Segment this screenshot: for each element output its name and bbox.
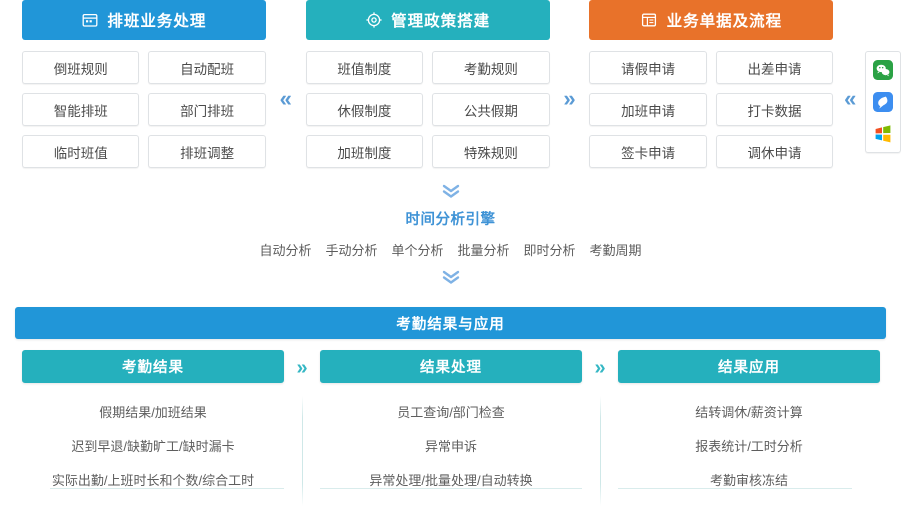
module-cells-scheduling: 倒班规则 自动配班 智能排班 部门排班 临时班值 排班调整 [22, 51, 266, 168]
policy-gear-icon [365, 12, 382, 29]
result-separator-2: » [594, 357, 606, 379]
divider-line [50, 488, 284, 489]
engine-tag[interactable]: 批量分析 [457, 243, 510, 258]
engine-title: 时间分析引擎 [405, 212, 496, 228]
module-cell[interactable]: 倒班规则 [22, 51, 140, 84]
engine-tag[interactable]: 单个分析 [391, 243, 444, 258]
result-line: 报表统计/工时分析 [695, 439, 803, 454]
result-lines-application: 结转调休/薪资计算 报表统计/工时分析 考勤审核冻结 [618, 402, 880, 489]
result-column-processing: 结果处理 员工查询/部门检查 异常申诉 异常处理/批量处理/自动转换 [302, 350, 582, 506]
module-cell[interactable]: 请假申请 [589, 51, 707, 84]
module-column-policy: 管理政策搭建 班值制度 考勤规则 休假制度 公共假期 加班制度 特殊规则 [305, 0, 550, 168]
module-cell[interactable]: 考勤规则 [432, 51, 550, 84]
module-column-scheduling: 排班业务处理 倒班规则 自动配班 智能排班 部门排班 临时班值 排班调整 [22, 0, 266, 168]
module-cell[interactable]: 打卡数据 [715, 93, 834, 126]
result-bar-title: 考勤结果与应用 [396, 316, 505, 333]
module-header-policy[interactable]: 管理政策搭建 [305, 0, 550, 40]
windows-icon[interactable] [873, 124, 893, 144]
module-header-documents[interactable]: 业务单据及流程 [589, 0, 834, 40]
flow-separator-3: « [844, 86, 857, 111]
module-cell[interactable]: 自动配班 [148, 51, 266, 84]
result-title: 结果处理 [420, 360, 482, 376]
module-cell[interactable]: 特殊规则 [432, 135, 550, 168]
result-bar: 考勤结果与应用 [15, 307, 886, 339]
chevron-down-icon [440, 183, 462, 199]
module-cell[interactable]: 加班申请 [589, 93, 707, 126]
result-header-results[interactable]: 考勤结果 [22, 350, 284, 383]
result-lines-results: 假期结果/加班结果 迟到早退/缺勤旷工/缺时漏卡 实际出勤/上班时长和个数/综合… [22, 402, 284, 489]
module-cell[interactable]: 临时班值 [22, 135, 140, 168]
dingtalk-icon[interactable] [873, 92, 894, 112]
result-separator-1: » [296, 357, 308, 379]
result-line: 员工查询/部门检查 [397, 405, 505, 420]
calendar-icon [81, 12, 98, 29]
chevron-down-icon [440, 269, 462, 285]
module-title: 业务单据及流程 [666, 13, 783, 30]
module-header-scheduling[interactable]: 排班业务处理 [22, 0, 266, 40]
result-column-results: 考勤结果 假期结果/加班结果 迟到早退/缺勤旷工/缺时漏卡 实际出勤/上班时长和… [22, 350, 284, 489]
result-header-application[interactable]: 结果应用 [618, 350, 880, 383]
module-cell[interactable]: 班值制度 [305, 51, 424, 84]
column-divider [600, 396, 601, 506]
module-cells-documents: 请假申请 出差申请 加班申请 打卡数据 签卡申请 调休申请 [589, 51, 834, 168]
result-line: 实际出勤/上班时长和个数/综合工时 [51, 473, 255, 488]
module-cell[interactable]: 休假制度 [305, 93, 424, 126]
module-cell[interactable]: 签卡申请 [589, 135, 707, 168]
result-line: 异常申诉 [424, 439, 477, 454]
module-cell[interactable]: 智能排班 [22, 93, 140, 126]
time-analysis-engine-section: 时间分析引擎 自动分析 手动分析 单个分析 批量分析 即时分析 考勤周期 [0, 183, 901, 285]
engine-tag[interactable]: 即时分析 [523, 243, 576, 258]
module-title: 管理政策搭建 [391, 13, 491, 30]
module-title: 排班业务处理 [107, 13, 207, 30]
result-column-application: 结果应用 结转调休/薪资计算 报表统计/工时分析 考勤审核冻结 [600, 350, 880, 506]
wechat-icon[interactable] [873, 60, 894, 80]
top-modules-row: 排班业务处理 倒班规则 自动配班 智能排班 部门排班 临时班值 排班调整 « [0, 0, 901, 180]
divider-line [320, 488, 582, 489]
result-line: 结转调休/薪资计算 [695, 405, 803, 420]
result-line: 迟到早退/缺勤旷工/缺时漏卡 [71, 439, 235, 454]
result-lines-processing: 员工查询/部门检查 异常申诉 异常处理/批量处理/自动转换 [320, 402, 582, 489]
result-header-processing[interactable]: 结果处理 [320, 350, 582, 383]
result-title: 结果应用 [718, 360, 780, 376]
engine-tag[interactable]: 自动分析 [259, 243, 312, 258]
integration-app-rail [865, 51, 901, 153]
bottom-results-row: 考勤结果 假期结果/加班结果 迟到早退/缺勤旷工/缺时漏卡 实际出勤/上班时长和… [0, 350, 901, 516]
flow-separator-1: « [279, 86, 292, 111]
column-divider [302, 396, 303, 506]
engine-tag[interactable]: 手动分析 [325, 243, 378, 258]
module-cell[interactable]: 出差申请 [715, 51, 834, 84]
module-cell[interactable]: 部门排班 [148, 93, 266, 126]
module-cell[interactable]: 调休申请 [715, 135, 834, 168]
module-cells-policy: 班值制度 考勤规则 休假制度 公共假期 加班制度 特殊规则 [305, 51, 550, 168]
module-cell[interactable]: 排班调整 [148, 135, 266, 168]
module-cell[interactable]: 公共假期 [432, 93, 550, 126]
engine-tag[interactable]: 考勤周期 [589, 243, 642, 258]
document-form-icon [641, 12, 658, 29]
module-column-documents: 业务单据及流程 请假申请 出差申请 加班申请 打卡数据 签卡申请 调休申请 [589, 0, 834, 168]
result-line: 考勤审核冻结 [709, 473, 788, 488]
result-title: 考勤结果 [122, 360, 184, 376]
flow-separator-2: » [563, 86, 576, 111]
divider-line [618, 488, 852, 489]
module-cell[interactable]: 加班制度 [305, 135, 424, 168]
result-line: 异常处理/批量处理/自动转换 [369, 473, 533, 488]
result-line: 假期结果/加班结果 [99, 405, 207, 420]
engine-tag-list: 自动分析 手动分析 单个分析 批量分析 即时分析 考勤周期 [259, 240, 641, 259]
